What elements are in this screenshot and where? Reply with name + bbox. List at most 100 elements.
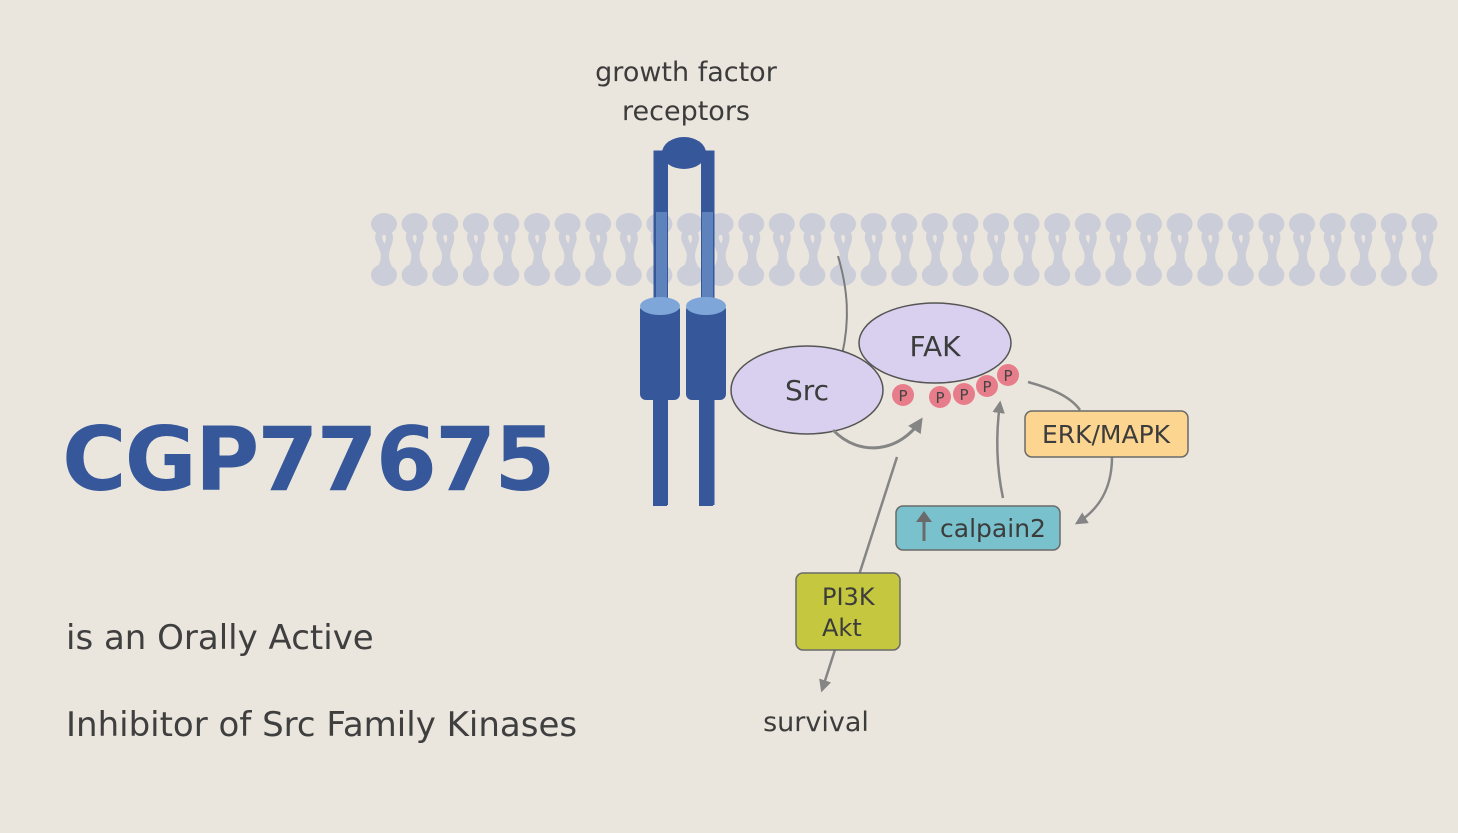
src-label: Src <box>785 374 829 407</box>
lipid-head <box>1380 213 1407 235</box>
phospho-label: P <box>982 378 991 396</box>
fak-label: FAK <box>909 330 961 363</box>
lipid-head <box>401 264 428 286</box>
lipid-head <box>554 213 581 235</box>
lipid-head <box>1105 213 1132 235</box>
growth-factor-receptor <box>640 137 726 506</box>
lipid-head <box>585 213 612 235</box>
lipid-head <box>1013 264 1040 286</box>
lipid-tail <box>1140 229 1158 270</box>
lipid-head <box>615 264 642 286</box>
akt-label: Akt <box>822 614 862 642</box>
lipid-head <box>1411 264 1438 286</box>
lipid-head <box>1319 264 1346 286</box>
lipid-tail <box>375 229 393 270</box>
phospho-label: P <box>935 389 944 407</box>
lipid-tail <box>1201 229 1220 270</box>
phospho-label: P <box>898 387 907 405</box>
lipid-tail <box>528 229 546 270</box>
lipid-head <box>799 213 826 235</box>
lipid-head <box>1166 213 1193 235</box>
pi3k-akt-box: PI3K Akt <box>795 572 901 651</box>
lipid-head <box>554 264 581 286</box>
lipid-tail <box>1262 229 1281 270</box>
lipid-tail <box>711 229 730 270</box>
lipid-head <box>1319 213 1346 235</box>
lipid-head <box>1105 264 1132 286</box>
lipid-head <box>738 213 765 235</box>
lipid-tail <box>1170 229 1189 270</box>
lipid-head <box>830 213 856 235</box>
compound-title: CGP77675 <box>62 408 555 511</box>
lipid-head <box>371 213 397 235</box>
lipid-head <box>1227 213 1254 235</box>
phospho-site <box>953 383 975 405</box>
lipid-head <box>1258 264 1285 286</box>
lipid-head <box>1380 264 1407 286</box>
lipid-head <box>1197 264 1224 286</box>
erk-mapk-label: ERK/MAPK <box>1042 420 1171 449</box>
lipid-tail <box>987 229 1005 270</box>
phospho-site <box>892 384 914 406</box>
phospho-label: P <box>1003 367 1012 385</box>
lipid-tail <box>1017 229 1036 270</box>
lipid-head <box>1350 213 1377 235</box>
fak-to-erk-arrow <box>1027 380 1082 411</box>
src-node: Src <box>730 345 884 435</box>
lipid-tail <box>497 229 516 270</box>
lipid-tail <box>772 229 791 270</box>
subtitle-line-1: is an Orally Active <box>66 618 374 658</box>
lipid-head <box>1227 264 1254 286</box>
fak-node: FAK <box>858 302 1012 384</box>
survival-label: survival <box>763 707 869 738</box>
lipid-head <box>1074 213 1101 235</box>
lipid-head <box>1136 213 1162 235</box>
lipid-head <box>371 264 397 286</box>
lipid-head <box>1350 264 1377 286</box>
lipid-head <box>1258 213 1285 235</box>
lipid-head <box>462 213 489 235</box>
calpain2-label: calpain2 <box>940 514 1046 543</box>
lipid-head <box>462 264 489 286</box>
up-arrow-icon <box>916 511 932 541</box>
lipid-head <box>768 264 795 286</box>
lipid-head <box>860 264 887 286</box>
lipid-tail <box>589 229 608 270</box>
lipid-head <box>738 264 765 286</box>
lipid-head <box>493 213 520 235</box>
lipid-head <box>524 264 550 286</box>
lipid-head <box>952 264 979 286</box>
lipid-tail <box>1048 229 1067 270</box>
lipid-tail <box>466 229 485 270</box>
lipid-tail <box>925 229 944 270</box>
lipid-tail <box>1109 229 1128 270</box>
lipid-head <box>921 213 948 235</box>
lipid-head <box>585 264 612 286</box>
lipid-head <box>401 213 428 235</box>
lipid-head <box>432 213 459 235</box>
lipid-head <box>921 264 948 286</box>
fak-tether-line <box>837 255 848 356</box>
lipid-tail <box>1323 229 1342 270</box>
lipid-head <box>1289 264 1315 286</box>
lipid-head <box>615 213 642 235</box>
lipid-tail <box>558 229 577 270</box>
lipid-head <box>1044 264 1071 286</box>
lipid-head <box>677 213 703 235</box>
lipid-tail <box>803 229 822 270</box>
lipid-head <box>1411 213 1438 235</box>
src-to-fak-arrow <box>831 417 923 450</box>
lipid-head <box>768 213 795 235</box>
lipid-head <box>1289 213 1315 235</box>
lipid-tail <box>1384 229 1403 270</box>
lipid-head <box>983 213 1009 235</box>
lipid-tail <box>834 229 852 270</box>
lipid-tail <box>1231 229 1250 270</box>
lipid-head <box>891 213 918 235</box>
pi3k-label: PI3K <box>822 583 876 611</box>
lipid-head <box>493 264 520 286</box>
lipid-tail <box>436 229 455 270</box>
lipid-tail <box>1078 229 1097 270</box>
lipid-tail <box>619 229 638 270</box>
